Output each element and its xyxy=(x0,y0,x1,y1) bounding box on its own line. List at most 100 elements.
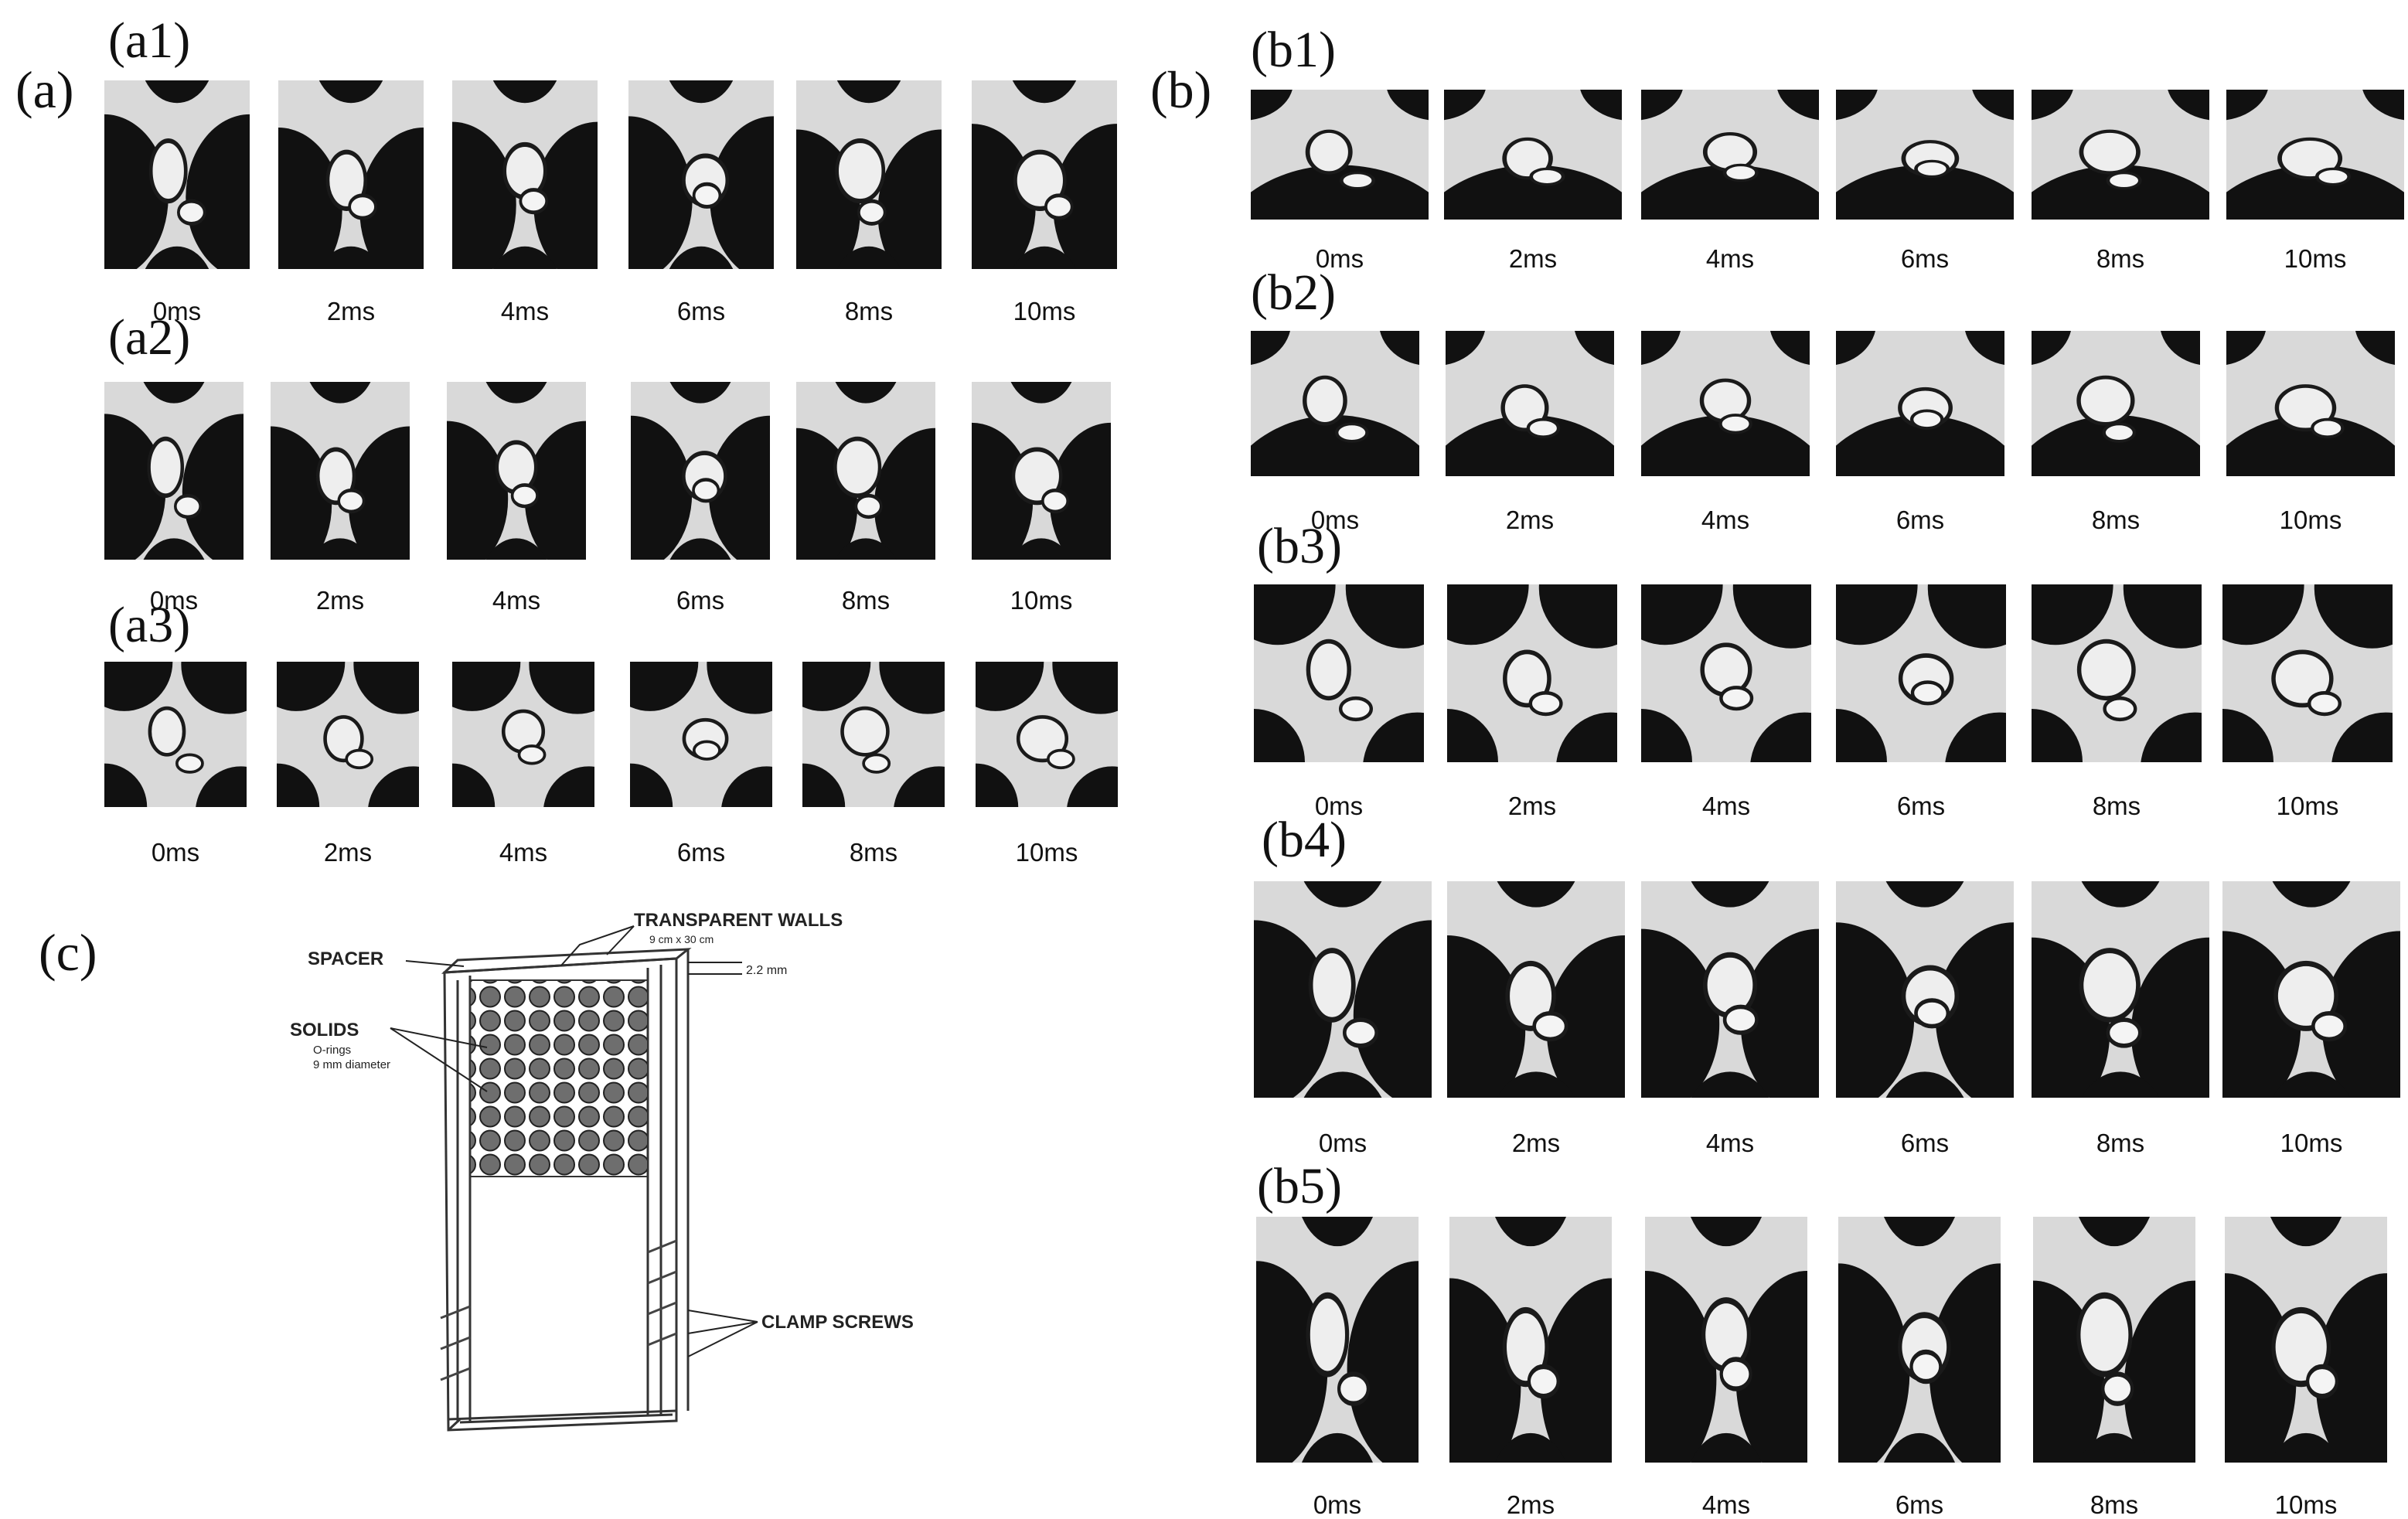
time-label-b2-5: 10ms xyxy=(2279,506,2342,534)
frame-b1-3 xyxy=(1836,90,2014,220)
time-label-a3-5: 10ms xyxy=(1015,838,1078,867)
time-label-a3-0: 0ms xyxy=(151,838,200,867)
panel-label-c: (c) xyxy=(39,923,97,982)
frame-a1-2 xyxy=(452,80,598,269)
frame-b2-0 xyxy=(1251,331,1419,476)
panel-label-b1: (b1) xyxy=(1251,22,1336,78)
frame-a2-5 xyxy=(972,382,1111,560)
frame-a2-1 xyxy=(271,382,410,560)
time-label-b1-5: 10ms xyxy=(2284,244,2347,273)
frame-b1-1 xyxy=(1444,90,1622,220)
label-spacer: SPACER xyxy=(308,949,383,969)
frame-a1-3 xyxy=(628,80,774,269)
frame-b3-5 xyxy=(2222,584,2393,762)
time-label-b2-4: 8ms xyxy=(2091,506,2141,534)
time-label-a2-3: 6ms xyxy=(676,586,725,615)
frame-b3-0 xyxy=(1254,584,1424,762)
frame-b5-1 xyxy=(1449,1217,1612,1463)
frame-a1-4 xyxy=(796,80,942,269)
time-label-b5-1: 2ms xyxy=(1506,1490,1555,1519)
frame-a3-4 xyxy=(802,662,945,807)
panel-label-b4: (b4) xyxy=(1262,812,1347,868)
frame-b3-4 xyxy=(2032,584,2202,762)
panel-label-a2: (a2) xyxy=(108,309,191,366)
frame-b4-0 xyxy=(1254,881,1432,1098)
time-label-a1-5: 10ms xyxy=(1013,297,1076,325)
label-walls-size: 9 cm x 30 cm xyxy=(649,933,714,945)
label-transparent-walls: TRANSPARENT WALLS xyxy=(634,910,843,931)
label-orings: O-rings xyxy=(313,1044,351,1057)
frame-b2-1 xyxy=(1446,331,1614,476)
time-label-a2-4: 8ms xyxy=(841,586,891,615)
frame-b1-2 xyxy=(1641,90,1819,220)
time-label-a3-1: 2ms xyxy=(323,838,373,867)
time-label-a3-4: 8ms xyxy=(849,838,898,867)
frame-a2-0 xyxy=(104,382,244,560)
time-label-b5-0: 0ms xyxy=(1313,1490,1362,1519)
panel-label-a3: (a3) xyxy=(108,597,191,653)
frame-a1-5 xyxy=(972,80,1117,269)
time-label-b4-1: 2ms xyxy=(1511,1129,1561,1157)
time-label-b5-2: 4ms xyxy=(1701,1490,1751,1519)
time-label-b3-2: 4ms xyxy=(1701,792,1751,820)
time-label-b2-2: 4ms xyxy=(1701,506,1750,534)
time-label-b2-1: 2ms xyxy=(1505,506,1555,534)
frame-b4-1 xyxy=(1447,881,1625,1098)
time-label-a2-5: 10ms xyxy=(1010,586,1073,615)
time-label-b5-3: 6ms xyxy=(1895,1490,1944,1519)
frame-b5-5 xyxy=(2225,1217,2387,1463)
frame-b3-3 xyxy=(1836,584,2006,762)
time-label-b1-4: 8ms xyxy=(2096,244,2145,273)
frame-b1-4 xyxy=(2032,90,2209,220)
frame-b4-2 xyxy=(1641,881,1819,1098)
label-clamp-screws: CLAMP SCREWS xyxy=(761,1312,914,1333)
time-label-a1-3: 6ms xyxy=(676,297,726,325)
time-label-b4-2: 4ms xyxy=(1705,1129,1755,1157)
panel-label-b2: (b2) xyxy=(1251,264,1336,321)
label-diameter: 9 mm diameter xyxy=(313,1058,390,1071)
frame-b5-3 xyxy=(1838,1217,2001,1463)
frame-b2-5 xyxy=(2226,331,2395,476)
clamp-screws xyxy=(440,1239,677,1381)
time-label-b4-0: 0ms xyxy=(1318,1129,1367,1157)
time-label-b1-1: 2ms xyxy=(1508,244,1558,273)
frame-a3-3 xyxy=(630,662,772,807)
time-label-a2-2: 4ms xyxy=(492,586,541,615)
solids-array xyxy=(469,979,649,1177)
time-label-a3-2: 4ms xyxy=(499,838,548,867)
time-label-b1-0: 0ms xyxy=(1315,244,1364,273)
frame-b3-1 xyxy=(1447,584,1617,762)
time-label-b3-4: 8ms xyxy=(2092,792,2141,820)
time-label-b3-3: 6ms xyxy=(1896,792,1946,820)
time-label-a3-3: 6ms xyxy=(676,838,726,867)
time-label-b1-3: 6ms xyxy=(1900,244,1950,273)
frame-b4-5 xyxy=(2222,881,2400,1098)
frame-b5-2 xyxy=(1645,1217,1807,1463)
frame-b5-0 xyxy=(1256,1217,1419,1463)
time-label-b5-4: 8ms xyxy=(2090,1490,2139,1519)
label-solids: SOLIDS xyxy=(290,1020,359,1040)
frame-b3-2 xyxy=(1641,584,1811,762)
cell-frame xyxy=(441,948,692,1432)
time-label-a1-2: 4ms xyxy=(500,297,550,325)
time-label-b4-3: 6ms xyxy=(1900,1129,1950,1157)
frame-a3-5 xyxy=(976,662,1118,807)
time-label-b2-3: 6ms xyxy=(1895,506,1945,534)
time-label-b4-4: 8ms xyxy=(2096,1129,2145,1157)
frame-a2-4 xyxy=(796,382,935,560)
panel-label-b3: (b3) xyxy=(1257,518,1342,574)
frame-a2-2 xyxy=(447,382,586,560)
frame-b2-3 xyxy=(1836,331,2004,476)
frame-a1-0 xyxy=(104,80,250,269)
panel-label-a1: (a1) xyxy=(108,12,191,69)
frame-b1-5 xyxy=(2226,90,2404,220)
frame-b2-2 xyxy=(1641,331,1810,476)
time-label-a1-4: 8ms xyxy=(844,297,894,325)
time-label-a2-0: 0ms xyxy=(149,586,199,615)
frame-a1-1 xyxy=(278,80,424,269)
time-label-b1-2: 4ms xyxy=(1705,244,1755,273)
frame-a2-3 xyxy=(631,382,770,560)
time-label-a1-0: 0ms xyxy=(152,297,202,325)
leader-lines xyxy=(390,925,758,1357)
frame-b2-4 xyxy=(2032,331,2200,476)
